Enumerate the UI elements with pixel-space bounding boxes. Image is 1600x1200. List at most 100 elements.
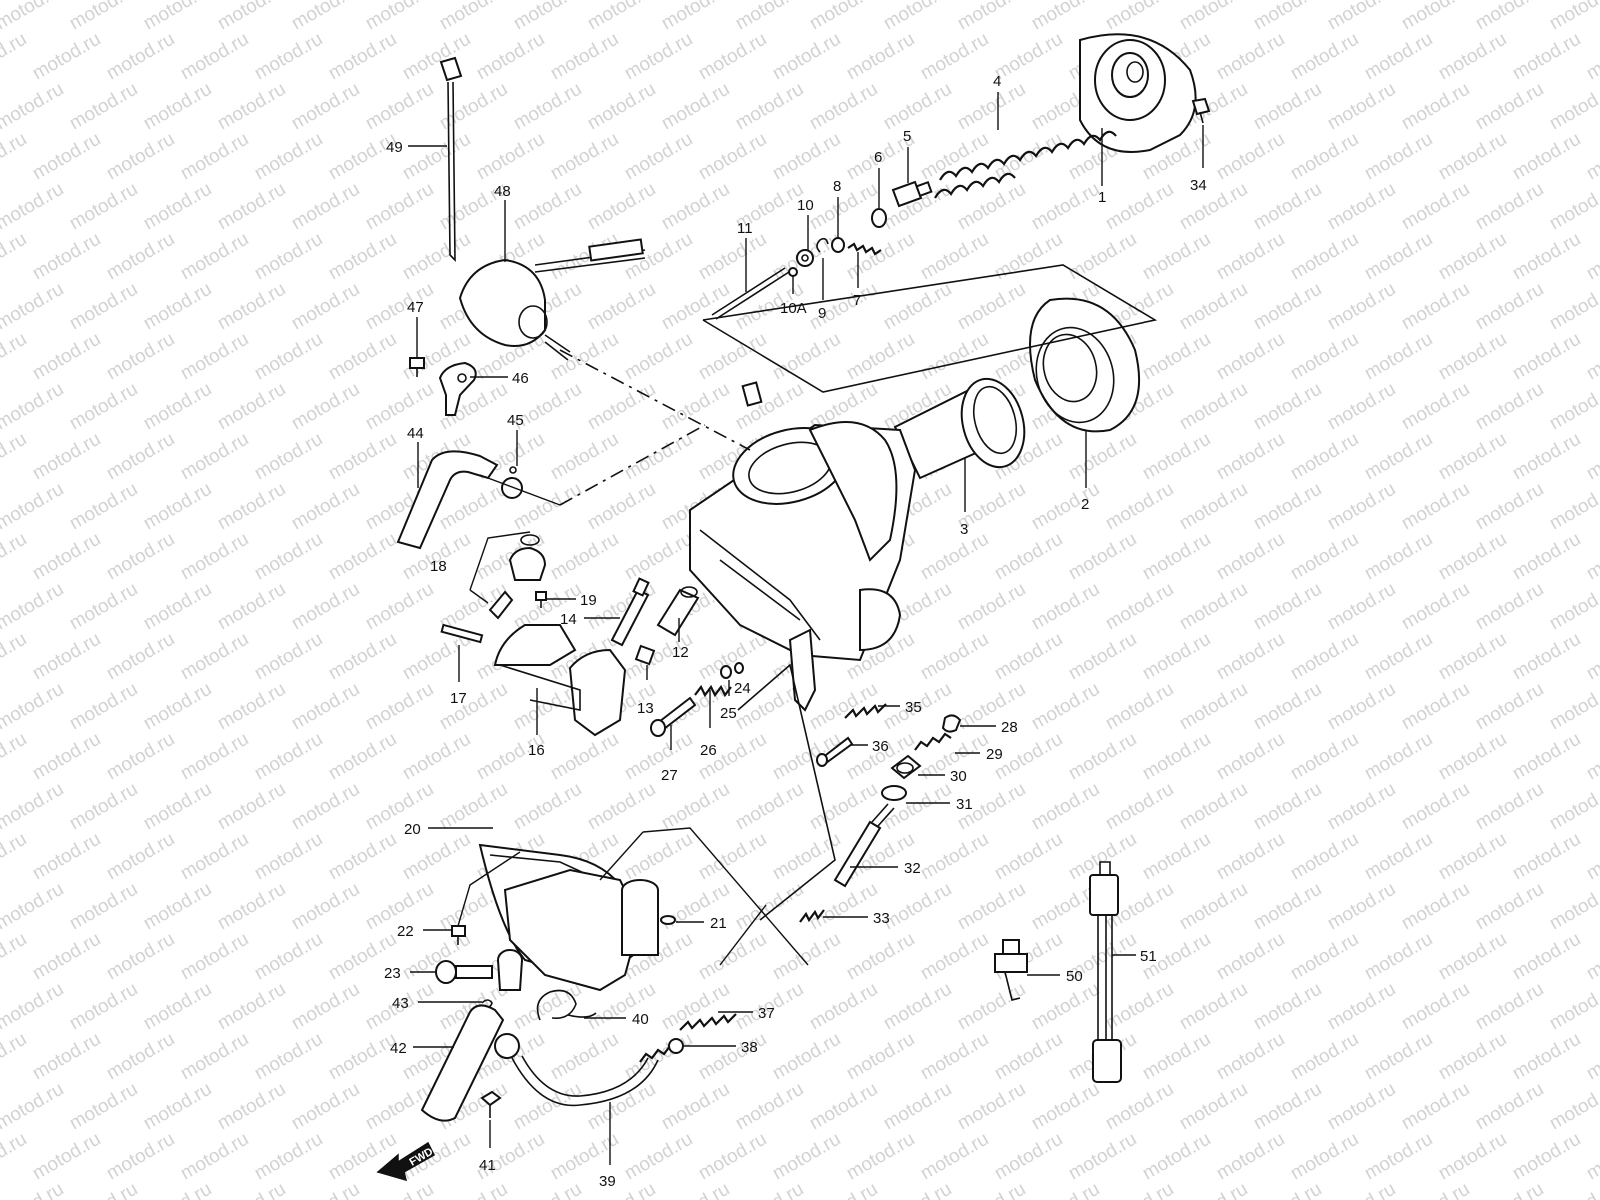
switch-50[interactable] [994,939,1028,1001]
label-25[interactable]: 25 [720,705,737,722]
watermark-text: motod.ru [621,1029,696,1085]
label-45[interactable]: 45 [507,412,524,429]
housing-body[interactable] [497,868,659,992]
cap-28[interactable] [941,714,962,733]
screw-36[interactable] [816,736,854,767]
washer-25[interactable] [720,665,732,679]
main-jet-13[interactable] [634,644,656,666]
washer-38[interactable] [668,1038,684,1054]
label-32[interactable]: 32 [904,860,921,877]
screw-19[interactable] [535,591,547,608]
label-22[interactable]: 22 [397,923,414,940]
nut-30[interactable] [890,754,922,780]
carburetor-body[interactable] [689,381,917,712]
bolt-23[interactable] [435,960,493,984]
o-ring-21[interactable] [660,915,676,925]
harness-51[interactable] [1089,861,1122,1083]
label-7[interactable]: 7 [853,292,861,309]
label-8[interactable]: 8 [833,178,841,195]
label-34[interactable]: 34 [1190,177,1207,194]
label-3[interactable]: 3 [960,521,968,538]
washer-10[interactable] [796,249,814,267]
jet-needle-11[interactable] [711,267,790,320]
spring-37[interactable] [679,1013,737,1031]
label-4[interactable]: 4 [993,73,1001,90]
washer-8[interactable] [831,237,845,253]
label-49[interactable]: 49 [386,139,403,156]
label-18[interactable]: 18 [430,558,447,575]
label-24[interactable]: 24 [734,680,751,697]
label-51[interactable]: 51 [1140,948,1157,965]
label-9[interactable]: 9 [818,305,826,322]
label-46[interactable]: 46 [512,370,529,387]
label-2[interactable]: 2 [1081,496,1089,513]
label-37[interactable]: 37 [758,1005,775,1022]
spring-33[interactable] [799,909,825,923]
label-41[interactable]: 41 [479,1157,496,1174]
needle-jet-14[interactable] [610,577,650,647]
hose-42[interactable] [420,1004,505,1122]
o-ring-6[interactable] [871,208,887,228]
label-19[interactable]: 19 [580,592,597,609]
starter-plunger-48[interactable] [458,238,646,361]
label-36[interactable]: 36 [872,738,889,755]
o-ring-31[interactable] [881,785,907,801]
label-30[interactable]: 30 [950,768,967,785]
hose-39[interactable] [494,1033,671,1107]
label-20[interactable]: 20 [404,821,421,838]
label-48[interactable]: 48 [494,183,511,200]
label-35[interactable]: 35 [905,699,922,716]
label-12[interactable]: 12 [672,644,689,661]
label-26[interactable]: 26 [700,742,717,759]
label-17[interactable]: 17 [450,690,467,707]
label-27[interactable]: 27 [661,767,678,784]
clip-9[interactable] [816,237,829,253]
label-38[interactable]: 38 [741,1039,758,1056]
spring-7[interactable] [847,242,882,256]
pilot-screw-27[interactable] [650,696,697,737]
spring-35[interactable] [844,703,887,719]
boot-29[interactable] [914,732,952,751]
label-10a[interactable]: 10A [780,300,807,317]
label-11[interactable]: 11 [737,220,753,237]
label-21[interactable]: 21 [710,915,727,932]
label-1[interactable]: 1 [1098,189,1106,206]
label-5[interactable]: 5 [903,128,911,145]
e-ring-10a[interactable] [788,267,798,277]
screw-34[interactable] [1191,97,1211,124]
needle-holder-5[interactable] [891,180,933,208]
diaphragm-spring[interactable] [934,130,1117,199]
needle-jet-holder-12[interactable] [656,586,700,637]
label-42[interactable]: 42 [390,1040,407,1057]
spring-26[interactable] [694,684,732,698]
float-valve-18b[interactable] [488,590,514,620]
pin-17[interactable] [440,623,484,644]
bracket-linkage[interactable] [737,663,836,921]
label-28[interactable]: 28 [1001,719,1018,736]
label-43[interactable]: 43 [392,995,409,1012]
screw-41[interactable] [480,1090,502,1118]
label-23[interactable]: 23 [384,965,401,982]
label-14[interactable]: 14 [560,611,577,628]
label-40[interactable]: 40 [632,1011,649,1028]
label-44[interactable]: 44 [407,425,424,442]
spring-clip-40[interactable] [536,989,597,1021]
plug-18[interactable] [508,546,547,581]
o-ring-24[interactable] [734,662,744,674]
label-29[interactable]: 29 [986,746,1003,763]
label-13[interactable]: 13 [637,700,654,717]
label-16[interactable]: 16 [528,742,545,759]
plunger-32[interactable] [833,803,895,888]
float-16[interactable] [493,624,627,737]
label-6[interactable]: 6 [874,149,882,166]
cable-tie-49[interactable] [439,56,463,262]
label-39[interactable]: 39 [599,1173,616,1190]
o-ring-45[interactable] [501,466,523,499]
label-10[interactable]: 10 [797,197,814,214]
label-33[interactable]: 33 [873,910,890,927]
label-47[interactable]: 47 [407,299,424,316]
label-50[interactable]: 50 [1066,968,1083,985]
bracket-46[interactable] [438,361,477,416]
label-31[interactable]: 31 [956,796,973,813]
diaphragm-2[interactable] [1026,297,1141,433]
